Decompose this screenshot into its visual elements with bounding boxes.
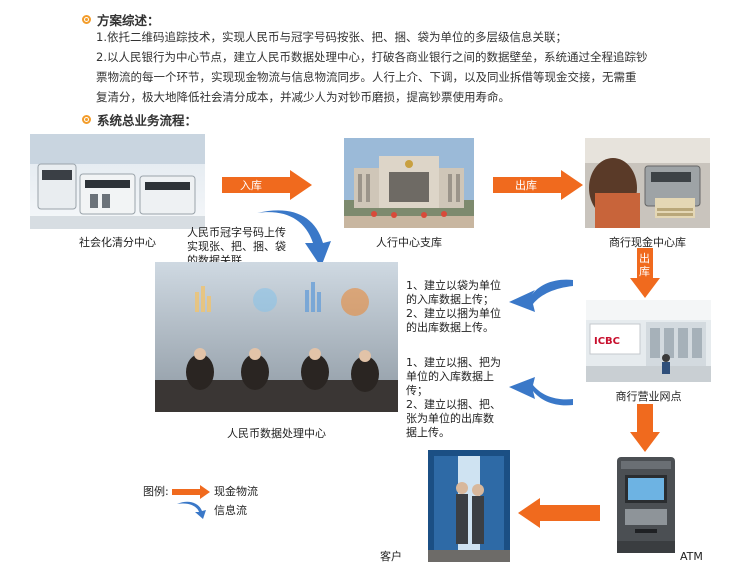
arrow-label-out-storage-1: 出库: [515, 179, 537, 192]
summary-heading: 方案综述：: [82, 10, 160, 29]
summary-para-2-line-3: 复清分，极大地降低社会清分成本，并减少人为对钞币磨损，提高钞票使用寿命。: [96, 90, 510, 104]
atm-photo: [613, 455, 679, 555]
pboc-building-photo: [344, 138, 474, 228]
legend-title: 图例:: [143, 485, 169, 498]
arrow-label-out-storage-2: 出库: [639, 252, 650, 278]
note-pboc-data: 1、建立以袋为单位 的入库数据上传； 2、建立以捆为单位 的出库数据上传。: [406, 279, 501, 335]
node-label-datacenter: 人民币数据处理中心: [227, 427, 326, 440]
summary-para-1: 1.依托二维码追踪技术，实现人民币与冠字号码按张、把、捆、袋为单位的多层级信息关…: [96, 30, 567, 44]
note-upload-line: 人民币冠字号码上传: [187, 226, 286, 239]
outlet-photo: ICBC: [586, 300, 711, 382]
svg-text:ICBC: ICBC: [594, 336, 620, 347]
process-title: 系统总业务流程：: [97, 113, 198, 128]
node-label-treasury: 商行现金中心库: [609, 236, 686, 249]
customer-photo: [428, 450, 510, 562]
note-upload-line: 实现张、把、捆、袋: [187, 240, 286, 253]
legend-cash-arrow-icon: [172, 485, 210, 499]
legend-info-flow: 信息流: [214, 504, 247, 517]
note-pboc-line: 2、建立以捆为单位: [406, 307, 501, 320]
note-upload: 人民币冠字号码上传 实现张、把、捆、袋 的数据关联: [187, 226, 286, 268]
cash-arrow-outlet-to-atm: [630, 404, 660, 452]
node-label-customer: 客户: [380, 550, 402, 563]
note-pboc-line: 1、建立以袋为单位: [406, 279, 501, 292]
info-arrow-pboc: [509, 279, 573, 312]
note-treasury-line: 传；: [406, 384, 428, 397]
info-arrow-outlet: [509, 377, 573, 406]
summary-para-2-line-2: 票物流的每一个环节，实现现金物流与信息物流同步。人行上介、下调，以及同业拆借等现…: [96, 70, 637, 84]
summary-title: 方案综述：: [97, 13, 160, 28]
node-label-clearing: 社会化清分中心: [79, 236, 156, 249]
node-label-outlet: 商行营业网点: [615, 390, 682, 403]
note-treasury-line: 1、建立以捆、把为: [406, 356, 501, 369]
summary-para-2-line-1: 2.以人民银行为中心节点，建立人民币数据处理中心，打破各商业银行之间的数据壁垒，…: [96, 50, 648, 64]
cash-arrow-in-storage: [222, 170, 312, 200]
legend-info-arrow-icon: [177, 501, 206, 519]
process-heading: 系统总业务流程：: [82, 110, 197, 129]
note-treasury-line: 单位的入库数据上: [406, 370, 494, 383]
bullet-icon: [82, 115, 91, 124]
node-label-pboc: 人行中心支库: [376, 236, 442, 249]
note-pboc-line: 的入库数据上传；: [406, 293, 494, 306]
node-label-atm: ATM: [680, 550, 703, 563]
note-treasury-line: 张为单位的出库数: [406, 412, 494, 425]
note-treasury-line: 据上传。: [406, 426, 450, 439]
bullet-icon: [82, 15, 91, 24]
arrow-label-in-storage: 入库: [240, 179, 262, 192]
clearing-center-photo: [30, 134, 205, 229]
treasury-photo: [585, 138, 710, 228]
note-treasury-line: 2、建立以捆、把、: [406, 398, 501, 411]
datacenter-photo: [155, 262, 398, 412]
note-pboc-line: 的出库数据上传。: [406, 321, 494, 334]
cash-arrow-out-storage-2: [630, 248, 660, 298]
cash-arrow-atm-to-customer: [518, 498, 600, 528]
legend-cash-flow: 现金物流: [214, 485, 258, 498]
info-arrow-upload: [257, 210, 331, 267]
cash-arrow-out-storage-1: [493, 170, 583, 200]
note-treasury-data: 1、建立以捆、把为 单位的入库数据上 传； 2、建立以捆、把、 张为单位的出库数…: [406, 356, 501, 440]
